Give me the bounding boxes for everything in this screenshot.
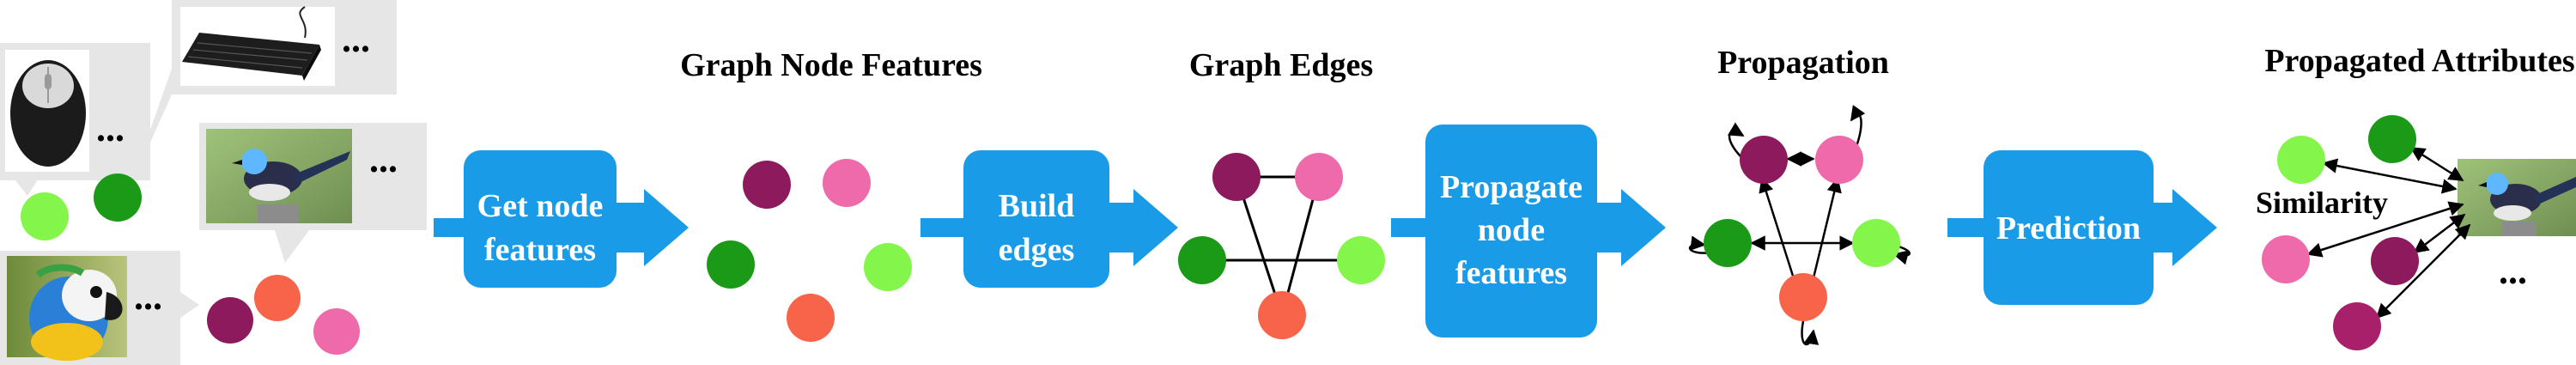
mouse-bubble: ... (0, 43, 150, 196)
propagation-node-light-green (1852, 219, 1900, 267)
feature-node-pink (823, 159, 871, 207)
feature-node-orange (787, 294, 835, 342)
bird-bubble: ... (199, 123, 427, 263)
propagation-node-maroon (1740, 136, 1788, 184)
propagate-step: Propagate node features (1391, 125, 1666, 338)
get-node-features-box (464, 150, 617, 288)
parrot-image (29, 264, 123, 361)
mouse-image (10, 60, 86, 167)
step-label-line: edges (999, 232, 1075, 268)
get-node-features-step: Get node features (434, 150, 689, 288)
propagation-node-pink (1815, 136, 1863, 184)
step-label-line: Propagate (1440, 169, 1583, 205)
step-label-line: Build (999, 188, 1075, 224)
ellipsis-text: ... (96, 107, 125, 149)
input-node-light-green (21, 192, 69, 240)
attribute-node-maroon (2371, 237, 2419, 285)
parrot-bubble: ... (0, 251, 199, 365)
feature-node-maroon (743, 161, 791, 209)
input-node-dark-green (94, 173, 142, 222)
edge-node-pink (1295, 153, 1343, 201)
attribute-node-magenta (2333, 302, 2381, 350)
keyboard-image (182, 6, 321, 81)
ellipsis-text: ... (369, 138, 398, 180)
propagation-node-orange (1779, 273, 1827, 321)
build-edges-box (963, 150, 1109, 288)
section-title: Propagated Attributes (2264, 43, 2574, 79)
propagate-box (1425, 125, 1597, 338)
ellipsis-text: ... (342, 18, 370, 60)
similarity-label: Similarity (2256, 186, 2388, 220)
similarity-arrows (2306, 146, 2471, 319)
input-node-maroon (207, 297, 253, 344)
keyboard-bubble: ... (129, 0, 397, 191)
step-label-line: features (1455, 255, 1567, 291)
input-images: ... ... (0, 0, 427, 365)
arrow-head (617, 189, 689, 266)
prediction-box (1984, 150, 2154, 305)
arrow-head (2154, 189, 2217, 266)
ellipsis-text: ... (134, 276, 162, 318)
edge-node-dark-green (1178, 236, 1226, 284)
attribute-node-pink (2262, 235, 2310, 283)
bird-image (232, 149, 350, 223)
build-edges-step: Build edges (920, 150, 1178, 288)
section-title: Graph Node Features (680, 47, 982, 83)
feature-node-light-green (864, 243, 912, 291)
step-label-line: Get node (477, 188, 604, 224)
section-title: Graph Edges (1189, 47, 1373, 83)
step-label-line: features (484, 232, 596, 268)
attribute-node-light-green (2277, 136, 2325, 184)
input-node-orange (254, 275, 301, 321)
graph-node-features: Graph Node Features (680, 47, 982, 342)
target-bird-image (2458, 159, 2576, 236)
edge-node-light-green (1337, 236, 1385, 284)
propagation-node-dark-green (1704, 219, 1752, 267)
propagation-graph: Propagation (1688, 45, 1911, 346)
edge-node-maroon (1212, 153, 1261, 201)
ellipsis-text: ... (2499, 250, 2527, 292)
arrow-head (1597, 189, 1666, 266)
input-node-pink (313, 308, 360, 355)
edge-node-orange (1258, 291, 1306, 339)
attribute-node-dark-green (2368, 115, 2416, 163)
graph-edges: Graph Edges (1178, 47, 1385, 339)
prediction-step: Prediction (1947, 150, 2217, 305)
step-label-line: node (1478, 212, 1545, 248)
propagated-attributes: Propagated Attributes Similarity ... (2256, 43, 2576, 350)
arrow-head (1109, 189, 1178, 266)
feature-node-dark-green (707, 240, 755, 289)
section-title: Propagation (1717, 45, 1889, 81)
step-label: Prediction (1996, 210, 2141, 246)
